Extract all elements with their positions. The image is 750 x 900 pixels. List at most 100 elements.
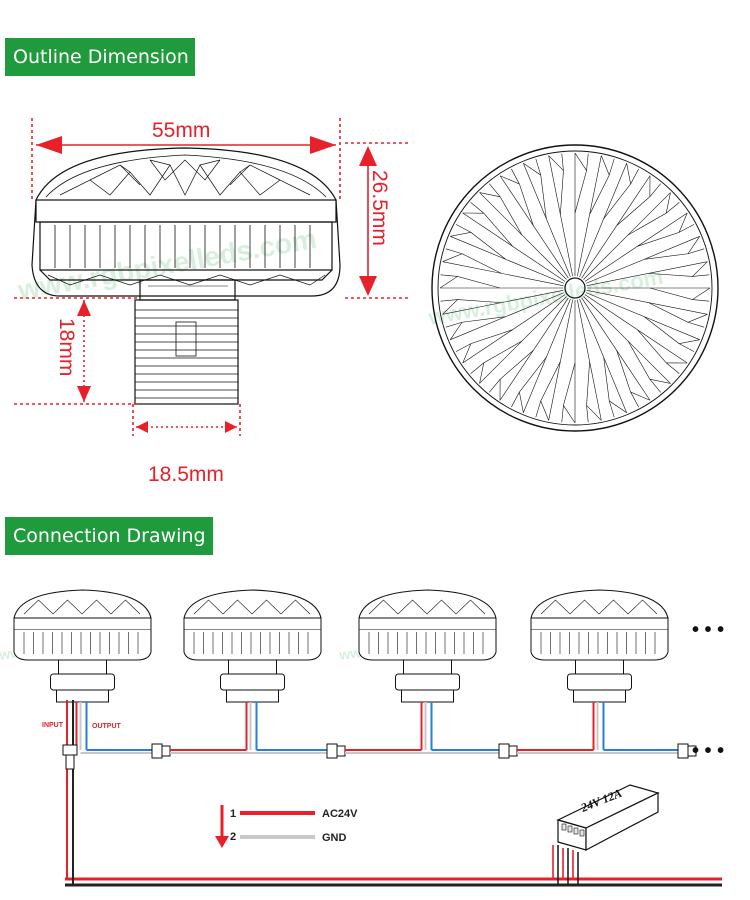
- dimension-thread-length-label: 18mm: [55, 318, 78, 376]
- node-nut: [50, 673, 115, 691]
- facet-ray: [499, 297, 569, 401]
- facet-diamond: [442, 248, 502, 274]
- facet-ray: [523, 163, 571, 278]
- dimension-arrows: [36, 136, 377, 433]
- power-supply: 24V 12A: [552, 784, 660, 885]
- facet-diamond: [445, 316, 506, 340]
- facet-ray: [583, 296, 671, 384]
- facet-diamond: [649, 287, 711, 302]
- facet-diamond: [450, 224, 506, 260]
- led-node: [358, 589, 598, 759]
- outer-ring: [431, 144, 719, 432]
- facet-ray: [577, 299, 602, 421]
- facet-ray: [548, 299, 573, 421]
- threaded-stem: [134, 299, 239, 405]
- node-connector: [677, 743, 689, 759]
- dimension-thread-diameter-label: 18.5mm: [148, 463, 224, 486]
- node-band: [530, 617, 669, 631]
- facet-diamond: [479, 183, 523, 236]
- node-neck: [58, 659, 107, 675]
- input-connector: [62, 744, 78, 756]
- facet-diamond: [644, 236, 705, 260]
- facet-diamond: [548, 153, 564, 215]
- node-dome-facets: [23, 599, 141, 615]
- led-node: [183, 589, 426, 759]
- facet-diamond: [616, 350, 651, 408]
- legend-label-power: AC24V: [322, 808, 358, 820]
- led-node: [530, 589, 697, 759]
- connection-diagram: INPUT OUTPUT • • • • • • 1 AC24V 2 GND 2…: [13, 589, 724, 887]
- input-label: INPUT: [42, 722, 64, 729]
- neck: [139, 279, 236, 301]
- facet-diamond: [627, 340, 671, 393]
- facet-diamond: [644, 316, 700, 352]
- dome-outline: [35, 147, 337, 201]
- body-band: [35, 199, 337, 223]
- facet-diamond: [470, 340, 523, 384]
- node-body: [13, 630, 152, 661]
- facet-ray: [585, 292, 700, 340]
- facet-ray: [479, 192, 567, 280]
- facet-diamond: [574, 152, 589, 214]
- facet-diamond: [561, 362, 576, 424]
- facet-diamond: [648, 261, 710, 277]
- led-node: [13, 589, 251, 759]
- legend-num-1: 1: [230, 808, 236, 820]
- facet-ray: [581, 297, 651, 401]
- node-body: [530, 630, 669, 661]
- node-dome: [358, 589, 497, 619]
- node-body: [358, 630, 497, 661]
- node-dome-facets: [540, 599, 658, 615]
- continuation-dots-top: • • •: [692, 619, 724, 641]
- facet-diamond: [616, 175, 661, 226]
- facet-ray: [462, 294, 566, 364]
- facet-ray: [499, 175, 569, 279]
- node-nut: [395, 673, 460, 691]
- node-dome: [13, 589, 152, 619]
- top-view-drawing: [431, 144, 719, 432]
- facet-ray: [579, 298, 627, 413]
- facet-ray: [442, 290, 564, 315]
- node-nut: [567, 673, 632, 691]
- connection-drawing-title: Connection Drawing: [5, 517, 213, 555]
- facet-diamond: [627, 192, 680, 236]
- node-dome: [183, 589, 322, 619]
- facet-diamond: [499, 168, 534, 226]
- node-dome-facets: [368, 599, 486, 615]
- facet-diamond: [648, 302, 708, 328]
- facet-diamond: [586, 361, 602, 423]
- node-connector: [151, 743, 163, 759]
- node-nut-lower: [56, 689, 109, 703]
- node-dome: [530, 589, 669, 619]
- facet-ray: [442, 261, 564, 286]
- node-connector: [498, 743, 510, 759]
- facet-diamond: [440, 299, 502, 315]
- facet-ray: [586, 290, 708, 315]
- facet-diamond: [511, 357, 547, 413]
- node-neck: [228, 659, 277, 675]
- facet-diamond: [489, 350, 534, 401]
- outline-dimension-title: Outline Dimension: [5, 38, 195, 76]
- watermark-text: www.rgbpixelleds.com: [426, 264, 665, 330]
- node-nut: [220, 673, 285, 691]
- facet-diamond: [589, 155, 615, 215]
- facet-ray: [548, 155, 573, 277]
- wire-legend: 1 AC24V 2 GND: [215, 805, 358, 848]
- dimension-width-label: 55mm: [152, 119, 210, 142]
- facet-ray: [579, 163, 627, 278]
- facet-ray: [577, 155, 602, 277]
- facet-diamond: [523, 158, 547, 219]
- legend-num-2: 2: [230, 831, 236, 843]
- facet-ray: [450, 292, 565, 340]
- facet-ray: [462, 212, 566, 282]
- facet-ray: [479, 296, 567, 384]
- node-nut-lower: [226, 689, 279, 703]
- continuation-dots-wire: • • •: [692, 740, 724, 762]
- node-nut-lower: [573, 689, 626, 703]
- node-body: [183, 630, 322, 661]
- facet-diamond: [535, 361, 561, 421]
- node-dome-facets: [193, 599, 311, 615]
- facet-diamond: [455, 329, 513, 364]
- node-band: [13, 617, 152, 631]
